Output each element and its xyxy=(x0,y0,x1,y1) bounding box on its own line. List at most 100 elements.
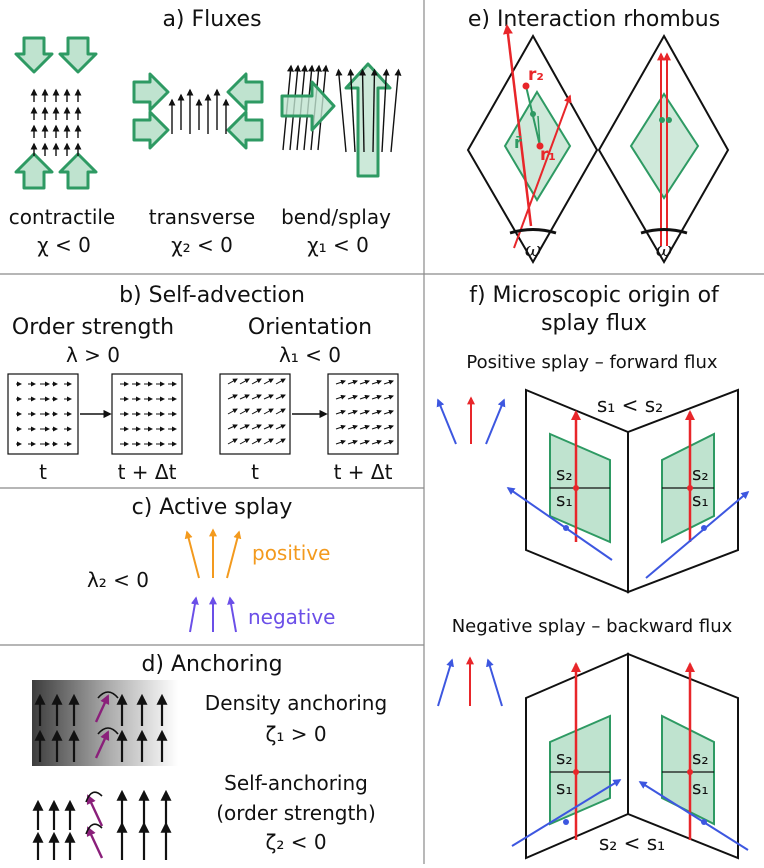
field-arrow xyxy=(251,438,262,445)
field-arrow xyxy=(335,424,346,430)
positive-splay-rhombi: s₁ < s₂ s₂ s₁ s₂ s₁ xyxy=(506,388,750,594)
field-arrow xyxy=(335,439,346,445)
order-strength-heading: Order strength xyxy=(12,315,174,340)
anchoring-rotation-hook xyxy=(85,791,103,803)
field-arrow xyxy=(347,394,358,400)
field-arrow xyxy=(251,378,262,385)
self-anchoring-condition: ζ₂ < 0 xyxy=(265,830,326,854)
field-arrow xyxy=(347,424,358,430)
bend-splay-flux-diagram xyxy=(280,62,402,178)
field-arrow xyxy=(371,409,382,415)
orientation-condition: λ₁ < 0 xyxy=(279,343,341,367)
anchoring-tilted-arrow xyxy=(86,826,104,859)
field-arrow xyxy=(227,424,238,430)
panel-b-self-advection: b) Self-advection Order strength λ > 0 O… xyxy=(7,283,399,484)
density-anchoring-label: Density anchoring xyxy=(205,691,387,715)
positive-splay-icon xyxy=(436,396,506,445)
field-arrow xyxy=(227,394,238,400)
field-arrow xyxy=(359,394,370,400)
field-arrow xyxy=(239,394,250,400)
field-arrow xyxy=(370,68,378,153)
anchoring-tilted-arrow xyxy=(94,730,110,759)
active-splay-condition: λ₂ < 0 xyxy=(87,568,149,592)
field-arrow xyxy=(275,394,286,400)
field-arrow xyxy=(263,394,274,400)
field-arrow xyxy=(263,378,274,385)
rbar-label: r̄ xyxy=(514,133,522,152)
label-bend-splay: bend/splay xyxy=(281,205,391,229)
panel-a-fluxes: a) Fluxes contractile transverse bend/sp… xyxy=(9,7,402,257)
order-strength-condition: λ > 0 xyxy=(66,343,120,367)
panel-d-title: d) Anchoring xyxy=(141,652,282,677)
positive-splay-arrows xyxy=(184,528,242,579)
field-arrow xyxy=(347,439,358,445)
field-arrow xyxy=(335,394,346,400)
orientation-box-t xyxy=(219,373,291,455)
omega-label-right: ω xyxy=(656,237,672,261)
field-arrow xyxy=(371,379,382,385)
field-arrow xyxy=(251,424,262,430)
r1-label: r₁ xyxy=(540,145,556,165)
pos-rel-neg-s2: s₂ xyxy=(556,748,573,769)
pos-left-s2: s₂ xyxy=(556,464,573,485)
field-arrow xyxy=(239,424,250,430)
panel-f-title-line1: f) Microscopic origin of xyxy=(469,283,720,308)
field-arrow xyxy=(263,438,274,445)
anchoring-rotation-hook xyxy=(97,691,119,699)
negative-splay-arrows xyxy=(189,596,237,633)
r2-label: r₂ xyxy=(528,65,544,85)
symbol-chi1: χ₁ < 0 xyxy=(307,233,369,257)
field-arrow xyxy=(263,408,274,415)
field-arrow xyxy=(381,68,390,153)
field-arrow xyxy=(275,378,286,385)
field-arrow xyxy=(359,68,367,153)
positive-label: positive xyxy=(252,541,330,565)
negative-splay-rhombi: s₂ s₁ s₂ s₁ s₂ < s₁ xyxy=(511,652,749,860)
field-arrow xyxy=(359,379,370,385)
orientation-heading: Orientation xyxy=(248,315,372,340)
field-arrow xyxy=(371,424,382,430)
field-arrow xyxy=(335,379,346,385)
neg-right-s1: s₁ xyxy=(692,778,709,799)
field-arrow xyxy=(359,409,370,415)
panel-c-active-splay: c) Active splay λ₂ < 0 positive negative xyxy=(87,495,335,633)
neg-right-s2: s₂ xyxy=(692,748,709,769)
panel-e-title: e) Interaction rhombus xyxy=(468,7,720,32)
field-arrow xyxy=(390,68,402,153)
field-arrow xyxy=(383,409,394,415)
symbol-chi: χ < 0 xyxy=(37,233,91,257)
time-label-tdt-right: t + Δt xyxy=(334,460,393,484)
panel-b-title: b) Self-advection xyxy=(119,283,305,308)
contractile-flux-diagram xyxy=(14,36,98,190)
field-arrow xyxy=(251,394,262,400)
time-label-t-left: t xyxy=(39,460,47,484)
field-arrow xyxy=(275,408,286,415)
field-arrow xyxy=(263,424,274,430)
label-transverse: transverse xyxy=(149,205,256,229)
field-arrow xyxy=(239,408,250,415)
omega-label-left: ω xyxy=(525,237,541,261)
field-arrow xyxy=(275,424,286,430)
transverse-flux-diagram xyxy=(132,72,264,150)
time-label-tdt-left: t + Δt xyxy=(118,460,177,484)
field-arrow xyxy=(275,438,286,445)
field-arrow xyxy=(347,68,356,153)
positive-relation: s₁ < s₂ xyxy=(597,393,663,417)
panel-f-title-line2: splay flux xyxy=(541,311,647,336)
field-arrow xyxy=(383,379,394,385)
field-arrow xyxy=(347,379,358,385)
panel-d-anchoring: d) Anchoring Density anchoring ζ₁ > 0 Se… xyxy=(32,652,387,860)
negative-splay-heading: Negative splay – backward flux xyxy=(452,616,733,637)
order-strength-box-t xyxy=(7,373,79,455)
field-arrow xyxy=(383,394,394,400)
rhombus-left: r₂ r₁ r̄ ω xyxy=(466,24,599,265)
field-arrow xyxy=(335,409,346,415)
label-contractile: contractile xyxy=(9,205,115,229)
negative-relation: s₂ < s₁ xyxy=(599,831,665,855)
negative-splay-icon xyxy=(437,656,503,707)
field-arrow xyxy=(371,394,382,400)
field-arrow xyxy=(371,439,382,445)
self-anchoring-sublabel: (order strength) xyxy=(216,801,376,825)
